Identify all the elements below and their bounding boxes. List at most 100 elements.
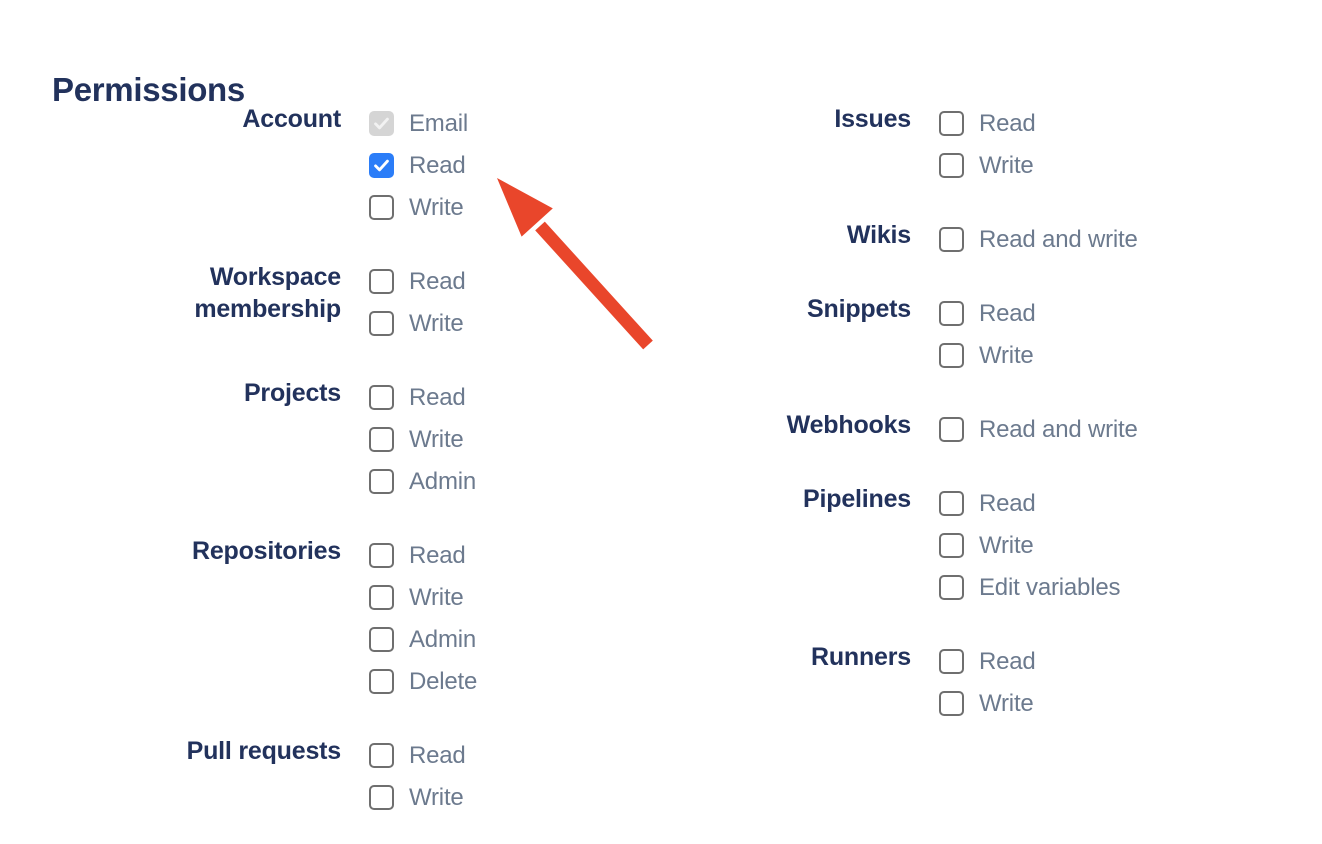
checkbox-pull-requests-write[interactable] <box>369 785 394 810</box>
option-repositories-delete[interactable]: Delete <box>369 667 478 695</box>
option-label-issues-read: Read <box>979 109 1036 137</box>
checkbox-repositories-write[interactable] <box>369 585 394 610</box>
checkbox-account-read[interactable] <box>369 153 394 178</box>
option-label-projects-write: Write <box>409 425 464 453</box>
checkbox-workspace-membership-read[interactable] <box>369 269 394 294</box>
option-projects-admin[interactable]: Admin <box>369 468 476 495</box>
option-label-snippets-read: Read <box>979 299 1036 327</box>
group-label-issues: Issues <box>834 105 911 133</box>
checkbox-workspace-membership-write[interactable] <box>369 311 394 336</box>
option-snippets-read[interactable]: Read <box>939 299 1036 327</box>
checkbox-pipelines-read[interactable] <box>939 491 964 516</box>
option-pipelines-write[interactable]: Write <box>939 531 1120 559</box>
checkbox-pipelines-write[interactable] <box>939 533 964 558</box>
option-label-repositories-delete: Delete <box>409 667 478 695</box>
option-label-pipelines-edit-variables: Edit variables <box>979 573 1121 601</box>
checkbox-issues-write[interactable] <box>939 153 964 178</box>
checkbox-snippets-write[interactable] <box>939 343 964 368</box>
option-label-workspace-membership-read: Read <box>409 267 466 295</box>
option-runners-read[interactable]: Read <box>939 647 1036 675</box>
checkbox-repositories-admin[interactable] <box>369 627 394 652</box>
option-pull-requests-write[interactable]: Write <box>369 783 466 811</box>
option-label-pull-requests-write: Write <box>409 783 464 811</box>
checkbox-projects-read[interactable] <box>369 385 394 410</box>
option-runners-write[interactable]: Write <box>939 689 1036 717</box>
checkbox-issues-read[interactable] <box>939 111 964 136</box>
group-options-wikis: Read and write <box>939 225 1138 253</box>
group-label-repositories: Repositories <box>191 537 341 565</box>
option-label-runners-read: Read <box>979 647 1036 675</box>
option-label-runners-write: Write <box>979 689 1034 717</box>
option-label-projects-read: Read <box>409 383 466 411</box>
group-options-webhooks: Read and write <box>939 416 1138 443</box>
option-webhooks-read-and-write[interactable]: Read and write <box>939 416 1138 443</box>
option-label-pipelines-write: Write <box>979 531 1034 559</box>
group-label-workspace-membership: Workspace membership <box>194 263 341 323</box>
option-wikis-read-and-write[interactable]: Read and write <box>939 225 1138 253</box>
checkbox-account-write[interactable] <box>369 195 394 220</box>
pointer-arrow-head <box>497 178 553 237</box>
option-repositories-admin[interactable]: Admin <box>369 625 477 653</box>
checkbox-projects-write[interactable] <box>369 427 394 452</box>
option-pipelines-edit-variables[interactable]: Edit variables <box>939 573 1121 601</box>
group-label-projects: Projects <box>243 379 341 407</box>
option-workspace-membership-read[interactable]: Read <box>369 267 466 295</box>
group-label-webhooks: Webhooks <box>786 411 912 439</box>
checkbox-account-email <box>369 111 394 136</box>
checkbox-pipelines-edit-variables[interactable] <box>939 575 964 600</box>
option-pull-requests-read[interactable]: Read <box>369 741 466 769</box>
checkbox-wikis-read-and-write[interactable] <box>939 227 964 252</box>
page-title: Permissions <box>52 71 245 109</box>
option-account-read[interactable]: Read <box>369 151 468 179</box>
option-label-wikis-read-and-write: Read and write <box>979 225 1138 253</box>
checkbox-runners-read[interactable] <box>939 649 964 674</box>
checkbox-projects-admin[interactable] <box>369 469 394 494</box>
option-label-repositories-write: Write <box>409 583 464 611</box>
permission-group-webhooks: Webhooks Read and write <box>751 411 1138 443</box>
group-label-snippets: Snippets <box>807 295 911 323</box>
option-repositories-write[interactable]: Write <box>369 583 477 611</box>
option-projects-write[interactable]: Write <box>369 425 476 453</box>
option-account-email: Email <box>369 110 468 137</box>
option-label-account-read: Read <box>409 151 466 179</box>
checkbox-snippets-read[interactable] <box>939 301 964 326</box>
group-label-pipelines: Pipelines <box>803 485 911 513</box>
group-label-pull-requests: Pull requests <box>186 737 342 765</box>
option-repositories-read[interactable]: Read <box>369 541 477 569</box>
option-label-workspace-membership-write: Write <box>409 309 464 337</box>
checkbox-repositories-read[interactable] <box>369 543 394 568</box>
option-issues-write[interactable]: Write <box>939 152 1036 179</box>
checkbox-webhooks-read-and-write[interactable] <box>939 417 964 442</box>
checkbox-repositories-delete[interactable] <box>369 669 394 694</box>
option-account-write[interactable]: Write <box>369 193 468 221</box>
group-label-wikis: Wikis <box>846 221 911 249</box>
option-issues-read[interactable]: Read <box>939 109 1036 137</box>
permission-group-wikis: Wikis Read and write <box>751 221 1138 253</box>
option-pipelines-read[interactable]: Read <box>939 490 1120 517</box>
option-label-pull-requests-read: Read <box>409 741 466 769</box>
option-label-repositories-read: Read <box>409 541 466 569</box>
checkbox-pull-requests-read[interactable] <box>369 743 394 768</box>
option-snippets-write[interactable]: Write <box>939 342 1036 369</box>
option-label-repositories-admin: Admin <box>409 625 477 653</box>
option-label-account-write: Write <box>409 193 464 221</box>
option-projects-read[interactable]: Read <box>369 383 476 411</box>
option-workspace-membership-write[interactable]: Write <box>369 309 466 337</box>
checkbox-runners-write[interactable] <box>939 691 964 716</box>
